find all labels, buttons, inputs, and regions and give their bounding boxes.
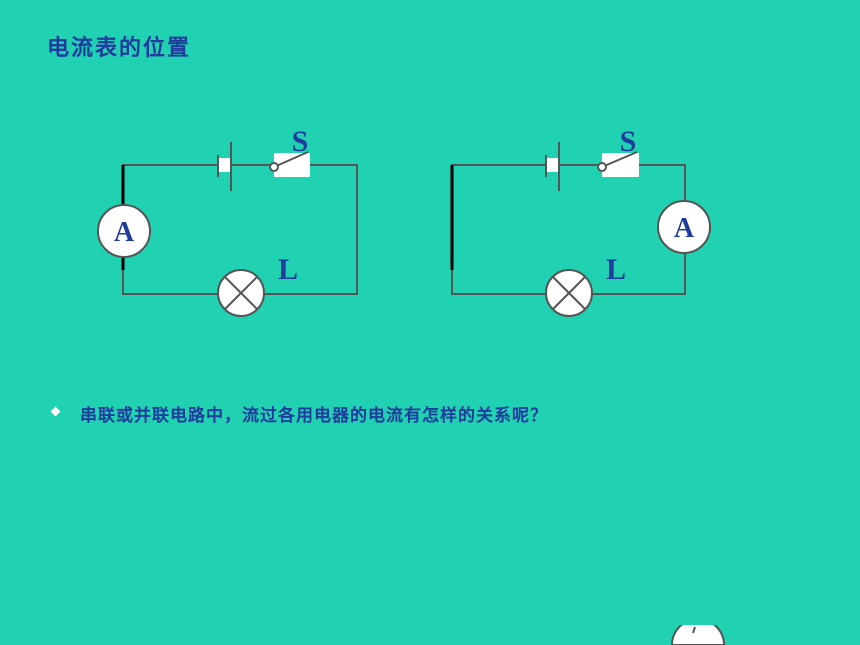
circuit-1: S A L — [97, 125, 358, 317]
corner-decoration-icon — [670, 625, 726, 645]
circuit-2-ammeter: A — [657, 200, 711, 254]
circuit-2-lamp-label: L — [606, 253, 626, 286]
circuit-2-ammeter-label: A — [674, 213, 695, 244]
circuit-2-lamp-icon — [545, 269, 593, 317]
circuit-2: S A L — [450, 125, 711, 317]
circuit-2-battery-icon — [545, 142, 560, 191]
circuit-1-switch-icon — [269, 151, 310, 177]
circuit-1-lamp-label: L — [278, 253, 298, 286]
slide-title: 电流表的位置 — [47, 36, 192, 61]
circuit-1-lamp-icon — [217, 269, 265, 317]
circuit-1-ammeter: A — [97, 204, 151, 258]
question-text: 串联或并联电路中，流过各用电器的电流有怎样的关系呢？ — [80, 406, 548, 426]
circuit-1-ammeter-label: A — [114, 217, 135, 248]
circuit-1-battery-icon — [217, 142, 232, 191]
circuit-2-switch-label: S — [620, 125, 637, 158]
circuit-1-switch-label: S — [292, 125, 309, 158]
circuit-2-switch-icon — [597, 151, 639, 177]
